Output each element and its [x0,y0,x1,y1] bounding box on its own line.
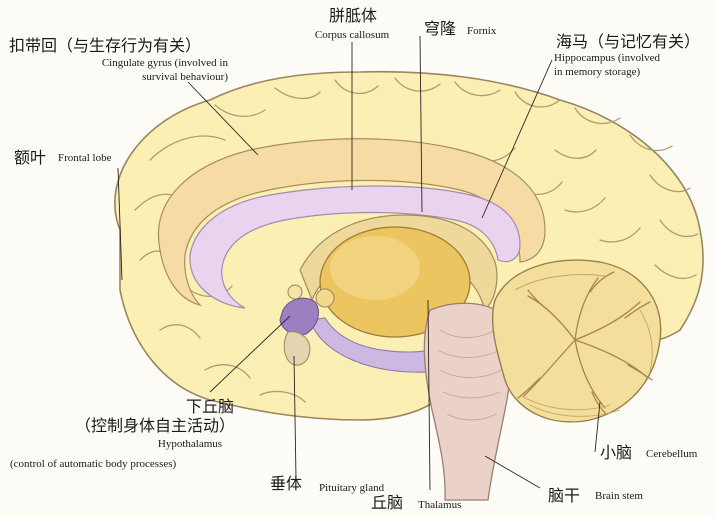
corpus-callosum-zh-label: 胼胝体 [318,8,388,25]
brain-stem-leader [485,456,540,488]
frontal-lobe-en-label: Frontal lobe [58,153,111,165]
thalamus-zh-label: 丘脑 [371,495,403,512]
cerebellum-zh-label: 小脑 [600,445,632,462]
hypothalamus-zh-label-2: （控制身体自主活动） [60,418,250,435]
mammillary-body [288,285,302,299]
thalamus-highlight [330,236,420,300]
corpus-callosum-en-label: Corpus callosum [282,30,422,42]
fornix-en-label: Fornix [467,26,496,38]
thalamus-en-label: Thalamus [418,500,461,512]
hypothalamus-zh-label-1: 下丘脑 [170,399,250,416]
cingulate-gyrus-en-label-1: Cingulate gyrus (involved in [60,58,228,70]
cingulate-gyrus-en-label-2: survival behaviour) [60,72,228,84]
hypothalamus-en-label-1: Hypothalamus [130,439,250,451]
frontal-lobe-zh-label: 额叶 [14,150,46,167]
cerebellum-en-label: Cerebellum [646,449,697,461]
hypothalamus-en-label-2: (control of automatic body processes) [10,459,176,471]
fornix-zh-label: 穹隆 [424,21,456,38]
pituitary-gland-zh-label: 垂体 [270,476,302,493]
cingulate-gyrus-zh-label: 扣带回（与生存行为有关） [9,38,201,55]
hippocampus-en-label-1: Hippocampus (involved [554,53,660,65]
optic-bulb [316,289,334,307]
brain-stem-en-label: Brain stem [595,491,643,503]
brain-stem-zh-label: 脑干 [548,488,580,505]
hippocampus-zh-label: 海马（与记忆有关） [556,34,700,51]
hippocampus-en-label-2: in memory storage) [554,67,640,79]
